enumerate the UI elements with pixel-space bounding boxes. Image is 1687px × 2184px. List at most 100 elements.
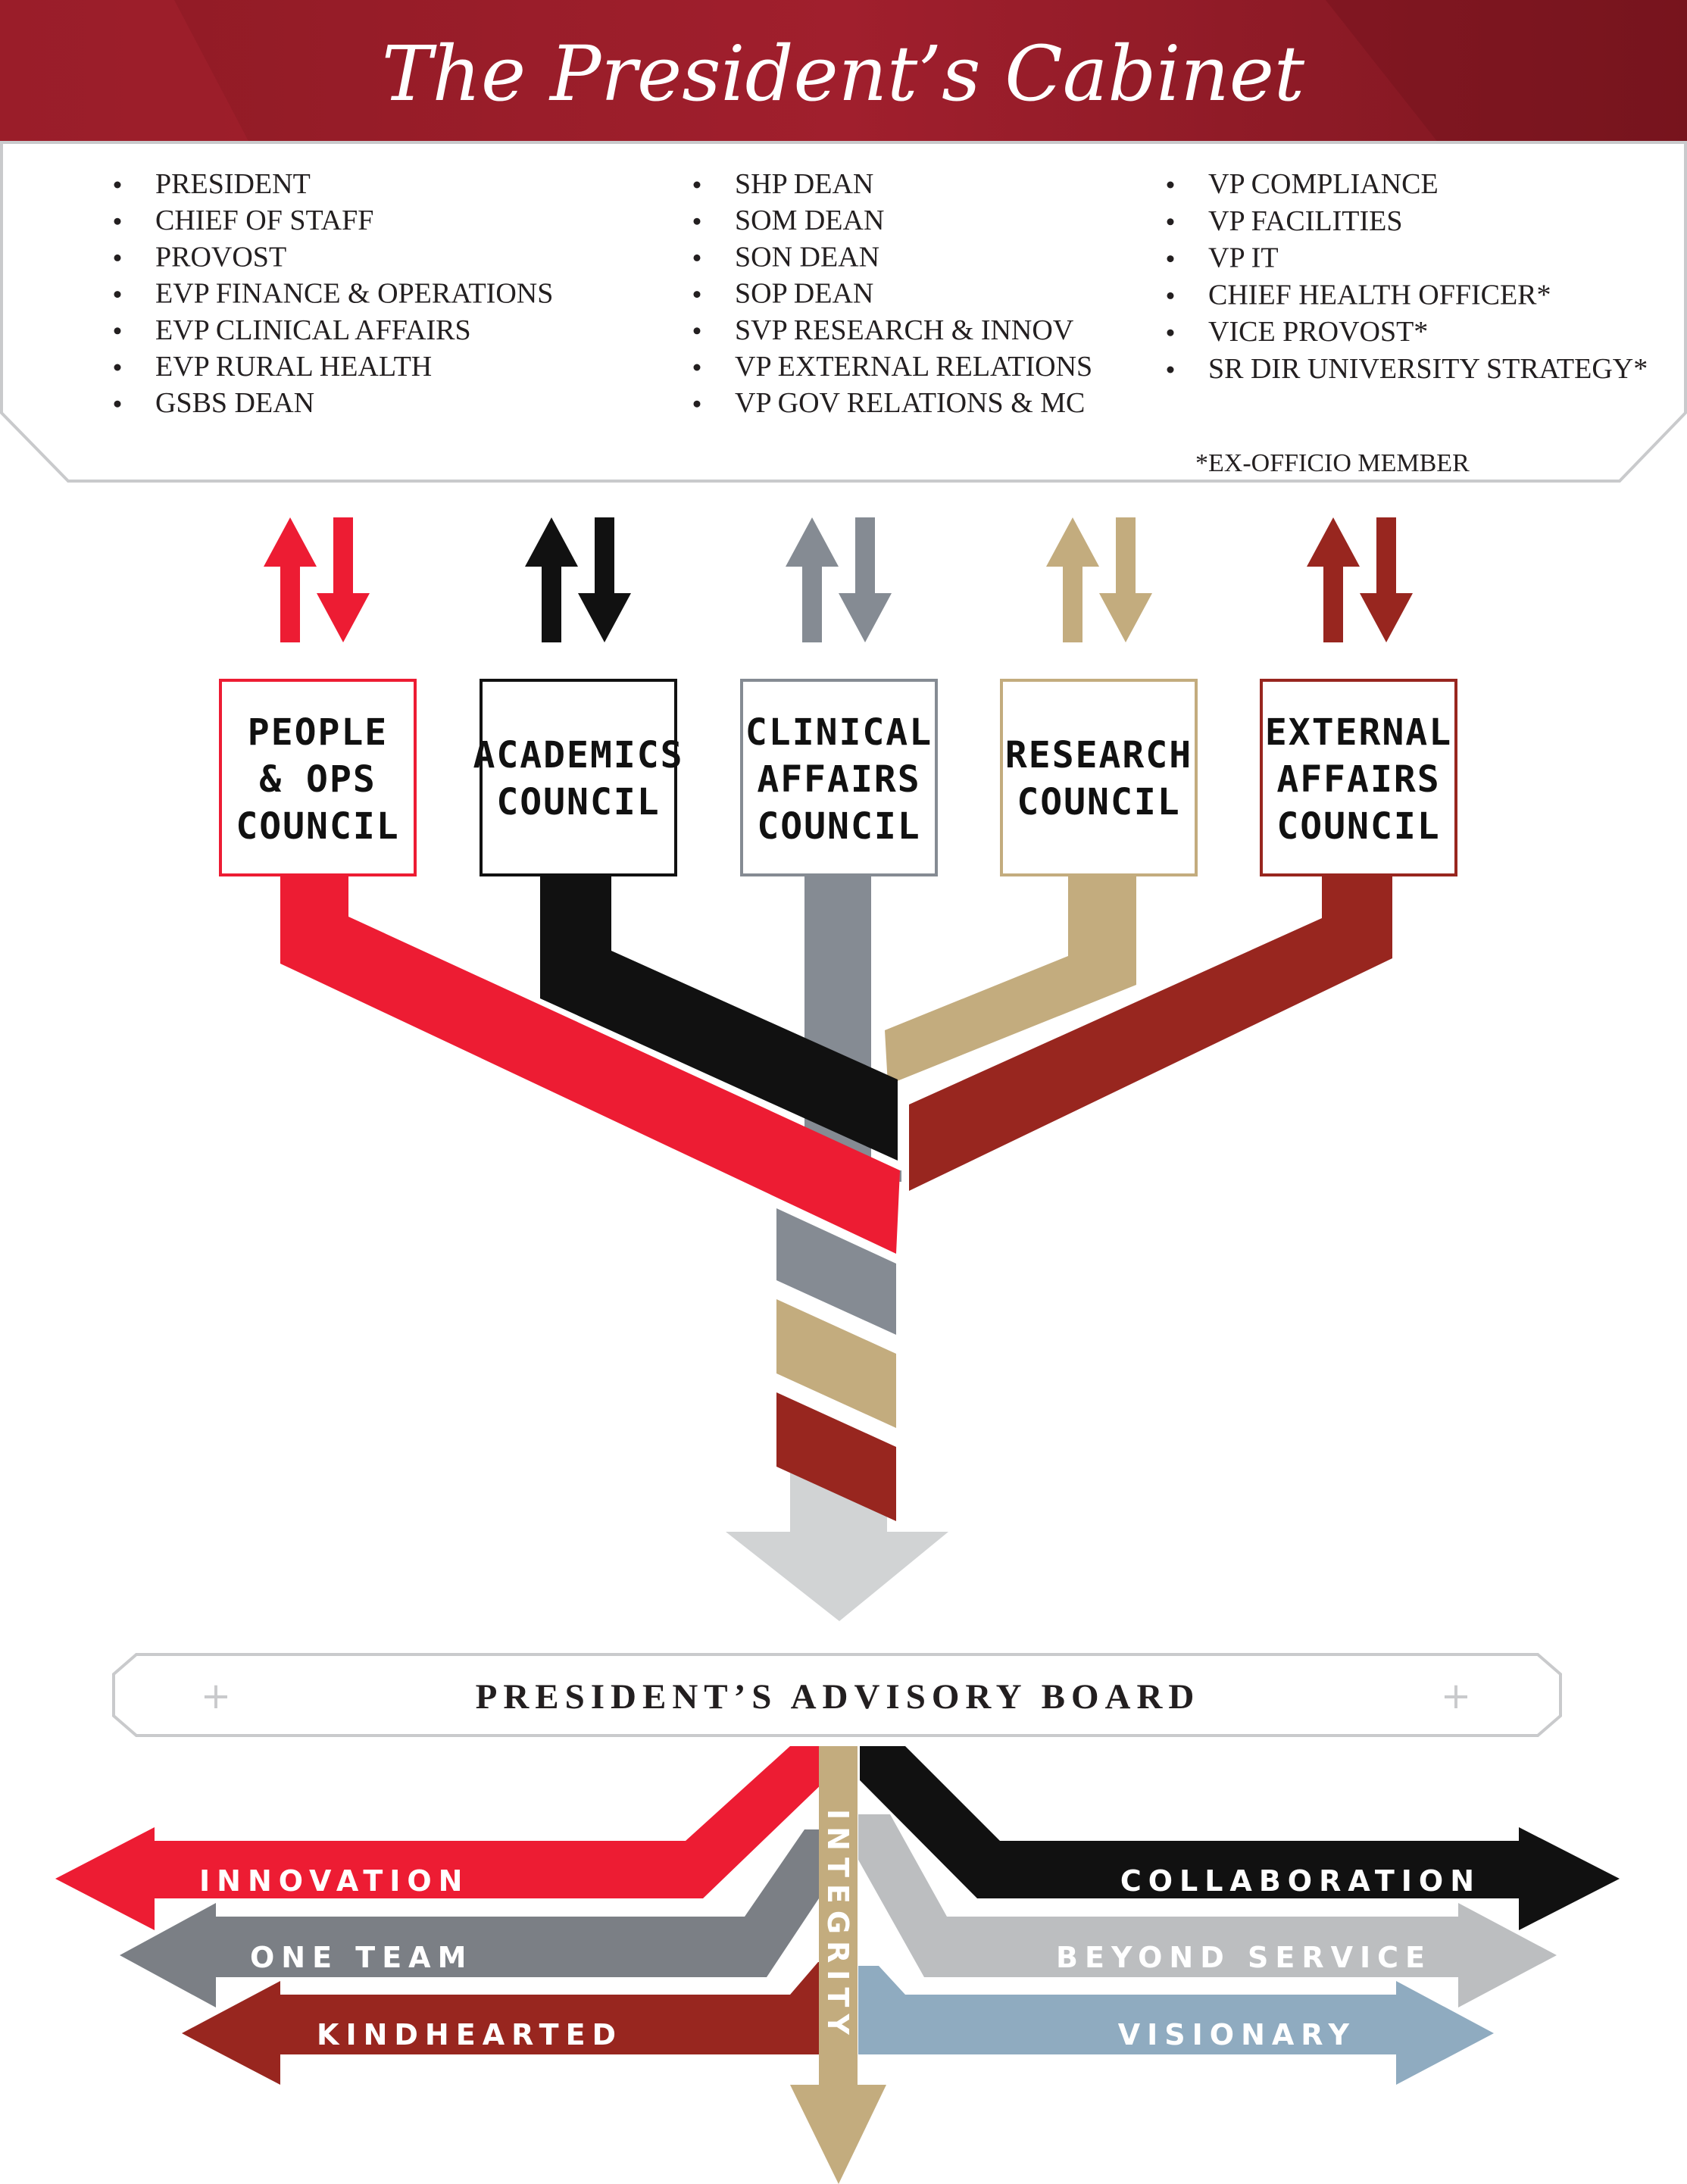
bullet-icon [1167,181,1174,189]
council-arrow-pairs [264,517,1413,642]
council-boxes: PEOPLE& OPSCOUNCILACADEMICSCOUNCILCLINIC… [219,679,1457,876]
value-arrow-integrity [790,1746,886,2184]
page-title: The President’s Cabinet [382,30,1305,118]
up-down-arrows-icon [525,517,631,642]
bullet-icon [114,291,121,298]
value-innovation: INNOVATION [199,1864,469,1898]
cabinet-member: VP EXTERNAL RELATIONS [735,351,1092,383]
bullet-icon [693,254,701,261]
value-arrow-visionary [858,1966,1494,2085]
council-label: ACADEMICS [473,734,683,776]
cabinet-member: PRESIDENT [155,168,311,200]
value-kindhearted: KINDHEARTED [317,2018,623,2051]
cabinet-member: EVP CLINICAL AFFAIRS [155,314,471,346]
bullet-icon [114,217,121,225]
council-label: COUNCIL [1276,805,1440,848]
cabinet-member: GSBS DEAN [155,387,314,419]
bullet-icon [1167,292,1174,299]
cabinet-member: EVP RURAL HEALTH [155,351,432,383]
bullet-icon [1167,366,1174,373]
bullet-icon [693,181,701,189]
up-down-arrows-icon [1046,517,1152,642]
stem-maroon [776,1392,896,1521]
bullet-icon [693,217,701,225]
bullet-icon [693,400,701,408]
cabinet-member: VP COMPLIANCE [1208,168,1439,200]
cabinet-member: SR DIR UNIVERSITY STRATEGY* [1208,353,1648,385]
cabinet-member: CHIEF OF STAFF [155,205,373,236]
cabinet-member: SHP DEAN [735,168,873,200]
bullet-icon [114,364,121,371]
header-banner: The President’s Cabinet [0,0,1687,144]
value-visionary: VISIONARY [1118,2018,1356,2051]
cabinet-member-list: PRESIDENT CHIEF OF STAFF PROVOST EVP FINANC… [114,168,1648,419]
flow-down-arrow [726,1462,948,1621]
council-academics: ACADEMICS COUNCIL [473,679,683,876]
council-label: COUNCIL [757,805,920,848]
branch-maroon [909,875,1392,1191]
cabinet-member: SON DEAN [735,241,879,273]
up-down-arrows-icon [264,517,370,642]
bullet-icon [114,327,121,335]
bullet-icon [114,181,121,189]
council-label: COUNCIL [1017,781,1180,823]
cabinet-member: SOM DEAN [735,205,884,236]
stem-gold [776,1299,896,1428]
council-label: AFFAIRS [1276,758,1440,801]
council-label: EXTERNAL [1265,711,1452,754]
value-arrow-kindhearted [182,1962,820,2085]
value-collaboration: COLLABORATION [1120,1864,1481,1898]
value-arrow-collaboration [860,1746,1620,1930]
value-arrow-innovation [55,1746,826,1930]
cabinet-panel [0,141,1687,483]
cabinet-member: SVP RESEARCH & INNOV [735,314,1074,346]
council-flow-branches [280,875,1392,1621]
council-label: COUNCIL [236,805,399,848]
cabinet-member: CHIEF HEALTH OFFICER* [1208,279,1551,311]
branch-red [280,875,900,1254]
values-labels: INNOVATION ONE TEAM KINDHEARTED COLLABOR… [199,1809,1481,2051]
value-beyond-service: BEYOND SERVICE [1056,1941,1432,1974]
bullet-icon [693,364,701,371]
cabinet-member: VP GOV RELATIONS & MC [735,387,1085,419]
cabinet-member: VP IT [1208,242,1279,274]
bullet-icon [114,254,121,261]
ex-officio-footnote: *EX-OFFICIO MEMBER [1195,449,1470,477]
bullet-icon [114,400,121,408]
bullet-icon [1167,218,1174,226]
cabinet-member: VICE PROVOST* [1208,316,1428,348]
value-arrow-beyond-service [858,1814,1557,2007]
council-label: CLINICAL [745,711,933,754]
bullet-icon [693,327,701,335]
value-integrity: INTEGRITY [821,1809,854,2042]
cabinet-member: SOP DEAN [735,278,873,310]
branch-gold [885,875,1136,1085]
council-label: AFFAIRS [757,758,920,801]
values-arrows [55,1746,1620,2184]
stem-gray [776,1208,896,1335]
value-one-team: ONE TEAM [250,1941,473,1974]
cabinet-member: VP FACILITIES [1208,205,1403,237]
council-research: RESEARCH COUNCIL [1000,679,1198,876]
advisory-board: PRESIDENT’S ADVISORY BOARD + + [112,1653,1562,1737]
bullet-icon [693,291,701,298]
up-down-arrows-icon [786,517,892,642]
cabinet-member: PROVOST [155,241,286,273]
council-label: COUNCIL [496,781,660,823]
council-label: & OPS [259,758,376,801]
bullet-icon [1167,255,1174,263]
council-label: RESEARCH [1005,734,1192,776]
value-arrow-one-team [120,1829,822,2007]
plus-icon-left: + [201,1675,231,1717]
advisory-board-title: PRESIDENT’S ADVISORY BOARD [476,1677,1201,1717]
bullet-icon [1167,329,1174,336]
cabinet-member: EVP FINANCE & OPERATIONS [155,278,553,310]
up-down-arrows-icon [1307,517,1413,642]
council-label: PEOPLE [248,711,388,754]
branch-black [540,875,898,1161]
plus-icon-right: + [1441,1675,1471,1717]
